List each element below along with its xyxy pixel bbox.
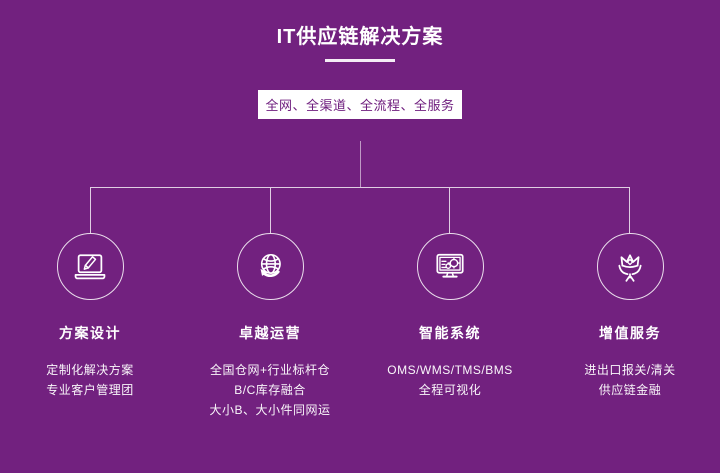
column-description: 全国仓网+行业标杆仓 B/C库存融合 大小B、大小件同网运 xyxy=(209,360,330,420)
flower-hand-icon xyxy=(618,253,642,282)
solution-circle xyxy=(236,233,304,300)
tree-connector-drop-1 xyxy=(90,188,91,233)
solution-circle xyxy=(416,233,484,300)
description-line: OMS/WMS/TMS/BMS xyxy=(387,363,513,377)
solution-columns: 方案设计 定制化解决方案 专业客户管理团 卓越运营 全国仓 xyxy=(0,233,720,420)
solution-column-design: 方案设计 定制化解决方案 专业客户管理团 xyxy=(0,233,180,420)
title-underline xyxy=(325,59,395,62)
column-description: 定制化解决方案 专业客户管理团 xyxy=(46,360,134,400)
tree-connector-horizontal xyxy=(90,187,630,188)
tree-connector-drop-4 xyxy=(629,188,630,233)
column-title: 增值服务 xyxy=(599,325,661,341)
solution-column-operations: 卓越运营 全国仓网+行业标杆仓 B/C库存融合 大小B、大小件同网运 xyxy=(180,233,360,420)
solution-circle xyxy=(56,233,124,300)
globe-sync-icon xyxy=(260,253,281,277)
column-title: 方案设计 xyxy=(59,325,121,341)
description-line: 定制化解决方案 xyxy=(46,363,134,377)
monitor-gears-icon xyxy=(436,253,464,278)
description-line: 大小B、大小件同网运 xyxy=(209,403,331,417)
banner-box: 全网、全渠道、全流程、全服务 xyxy=(258,90,462,119)
description-line: 全国仓网+行业标杆仓 xyxy=(209,363,330,377)
description-line: 全程可视化 xyxy=(418,383,482,397)
solution-column-systems: 智能系统 OMS/WMS/TMS/BMS 全程可视化 xyxy=(360,233,540,420)
description-line: 进出口报关/清关 xyxy=(584,363,676,377)
page-title: IT供应链解决方案 xyxy=(276,26,444,48)
solution-column-value-added: 增值服务 进出口报关/清关 供应链金融 xyxy=(540,233,720,420)
description-line: 专业客户管理团 xyxy=(46,383,134,397)
column-title: 智能系统 xyxy=(419,325,481,341)
column-description: 进出口报关/清关 供应链金融 xyxy=(584,360,675,400)
tree-connector-root xyxy=(360,141,361,187)
solution-circle xyxy=(596,233,664,300)
description-line: B/C库存融合 xyxy=(234,383,306,397)
tree-connector-drop-2 xyxy=(270,188,271,233)
column-description: OMS/WMS/TMS/BMS 全程可视化 xyxy=(387,360,513,400)
laptop-pencil-icon xyxy=(74,253,106,279)
description-line: 供应链金融 xyxy=(598,383,662,397)
tree-connector-drop-3 xyxy=(449,188,450,233)
column-title: 卓越运营 xyxy=(239,325,301,341)
banner-text: 全网、全渠道、全流程、全服务 xyxy=(265,98,455,113)
